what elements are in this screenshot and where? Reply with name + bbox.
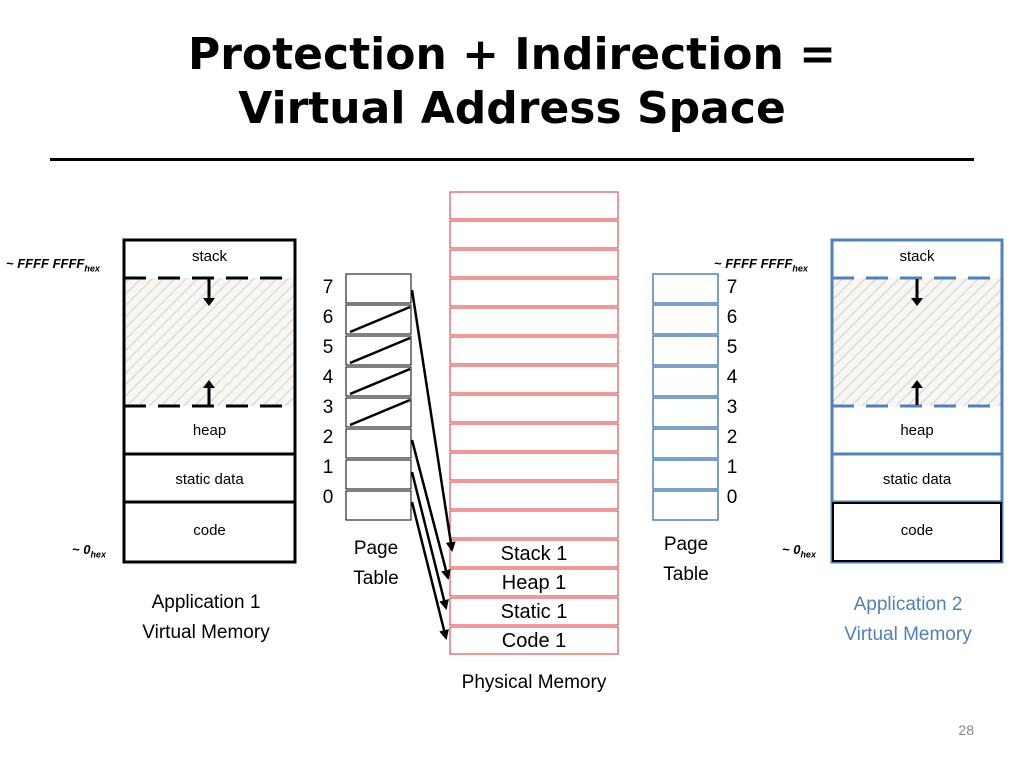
slide-title: Protection + Indirection = Virtual Addre… bbox=[0, 28, 1024, 136]
physical-frame-heap-1 bbox=[449, 568, 619, 597]
app1-segment-labels: stack heap static data code bbox=[124, 240, 295, 562]
mapping-arrow-1-to-static bbox=[410, 471, 449, 610]
app2-static-label: static data bbox=[882, 471, 952, 488]
page-table-1-entry-1 bbox=[345, 459, 412, 490]
pt1-index: 4 bbox=[322, 367, 334, 388]
pt1-index: 3 bbox=[322, 397, 334, 418]
physical-memory-caption: Physical Memory bbox=[461, 672, 607, 693]
pt2-index: 3 bbox=[726, 397, 738, 418]
physical-static-1-label: Static 1 bbox=[500, 601, 568, 623]
page-table-2-entry-4 bbox=[652, 366, 719, 397]
pt2-index: 2 bbox=[726, 427, 738, 448]
page-table-2-entry-6 bbox=[652, 304, 719, 335]
app2-code-label: code bbox=[900, 522, 934, 539]
pt2-index: 6 bbox=[726, 307, 738, 328]
app1-low-address-label: ~ 0hex bbox=[72, 542, 106, 560]
physical-frame-stack-1 bbox=[449, 539, 619, 568]
app2-segment-labels: stack heap static data code bbox=[832, 240, 1002, 562]
page-table-1-indices: 7 6 5 4 3 2 1 0 bbox=[320, 273, 336, 513]
app1-heap-label: heap bbox=[192, 422, 227, 439]
physical-frame-empty bbox=[449, 423, 619, 452]
physical-frame-empty bbox=[449, 365, 619, 394]
page-table-2-caption: Page Table bbox=[663, 534, 709, 585]
page-table-1-mappings bbox=[410, 289, 456, 640]
page-table-2-entry-2 bbox=[652, 428, 719, 459]
app1-caption: Application 1 Virtual Memory bbox=[142, 592, 270, 643]
physical-heap-1-label: Heap 1 bbox=[501, 572, 567, 594]
app1-static-label: static data bbox=[175, 471, 244, 488]
app2-stack-arrowhead bbox=[911, 298, 923, 306]
pt2-index: 7 bbox=[726, 277, 738, 298]
app2-heap-arrowhead bbox=[911, 380, 923, 388]
physical-frame-empty bbox=[449, 191, 619, 220]
pt1-index: 7 bbox=[322, 277, 334, 298]
physical-stack-1-label: Stack 1 bbox=[500, 543, 568, 565]
app1-stack-label: stack bbox=[191, 248, 227, 265]
physical-code-1-label: Code 1 bbox=[501, 630, 567, 652]
page-table-2-entry-5 bbox=[652, 335, 719, 366]
pt1-index: 1 bbox=[322, 457, 334, 478]
app2-code-segment-box bbox=[832, 502, 1002, 562]
physical-frame-empty bbox=[449, 452, 619, 481]
slide-number: 28 bbox=[958, 722, 974, 738]
pt2-index: 1 bbox=[726, 457, 738, 478]
app2-stack-label: stack bbox=[899, 248, 935, 265]
app2-low-address-label: ~ 0hex bbox=[782, 542, 816, 560]
pt1-index: 5 bbox=[322, 337, 334, 358]
app1-virtual-memory bbox=[122, 238, 297, 564]
app2-caption: Application 2 Virtual Memory bbox=[844, 594, 972, 645]
physical-memory bbox=[449, 191, 619, 655]
app2-heap-label: heap bbox=[900, 422, 934, 439]
page-table-2-entry-3 bbox=[652, 397, 719, 428]
page-table-2 bbox=[652, 273, 719, 521]
mapping-arrow-7-to-stack bbox=[410, 289, 456, 552]
app2-virtual-memory bbox=[830, 238, 1004, 564]
app1-stack-arrowhead bbox=[203, 298, 215, 306]
page-table-1-entry-2 bbox=[345, 428, 412, 459]
title-line-2: Virtual Address Space bbox=[238, 83, 786, 134]
pt2-index: 4 bbox=[726, 367, 738, 388]
app1-outline bbox=[122, 238, 297, 564]
page-table-2-entry-0 bbox=[652, 490, 719, 521]
app1-high-address-label: ~ FFFF FFFFhex bbox=[6, 256, 100, 274]
page-table-1-entry-7 bbox=[345, 273, 412, 304]
title-line-1: Protection + Indirection = bbox=[187, 29, 837, 80]
page-table-1-entry-0 bbox=[345, 490, 412, 521]
physical-frame-empty bbox=[449, 510, 619, 539]
physical-frame-empty bbox=[449, 249, 619, 278]
page-table-1-invalid-marks bbox=[349, 305, 411, 427]
page-table-2-indices: 7 6 5 4 3 2 1 0 bbox=[724, 273, 740, 513]
physical-frame-empty bbox=[449, 336, 619, 365]
pt1-index: 6 bbox=[322, 307, 334, 328]
app1-code-label: code bbox=[193, 522, 226, 539]
page-table-1-caption: Page Table bbox=[353, 538, 399, 589]
physical-frame-empty bbox=[449, 394, 619, 423]
page-table-2-entry-1 bbox=[652, 459, 719, 490]
physical-frame-empty bbox=[449, 278, 619, 307]
physical-frame-empty bbox=[449, 481, 619, 510]
physical-frame-empty bbox=[449, 220, 619, 249]
title-underline bbox=[50, 158, 974, 161]
pt2-index: 0 bbox=[726, 487, 738, 508]
physical-frame-code-1 bbox=[449, 626, 619, 655]
page-table-2-entry-7 bbox=[652, 273, 719, 304]
app1-heap-arrowhead bbox=[203, 380, 215, 388]
physical-frame-empty bbox=[449, 307, 619, 336]
mapping-arrow-2-to-heap bbox=[410, 439, 451, 580]
pt1-index: 0 bbox=[322, 487, 334, 508]
pt1-index: 2 bbox=[322, 427, 334, 448]
mapping-arrow-0-to-code bbox=[410, 501, 449, 640]
pt2-index: 5 bbox=[726, 337, 738, 358]
app2-high-address-label: ~ FFFF FFFFhex bbox=[714, 256, 808, 274]
physical-frame-static-1 bbox=[449, 597, 619, 626]
